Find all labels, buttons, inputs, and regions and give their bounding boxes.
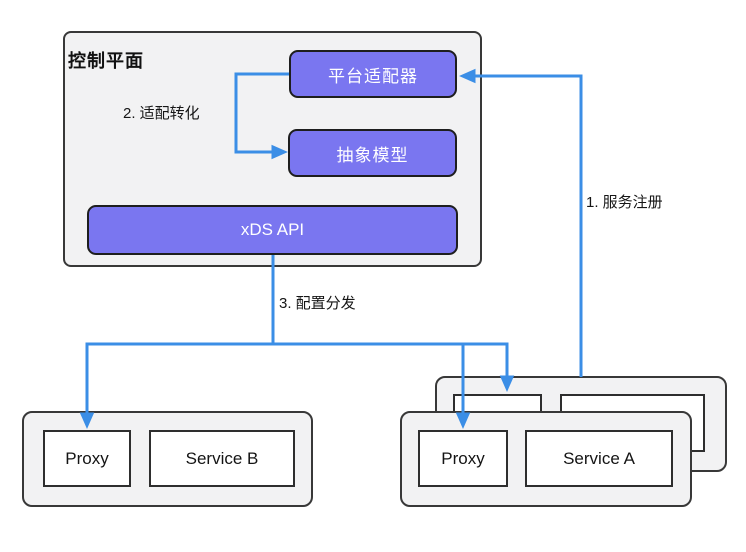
service-b-proxy-box: Proxy — [43, 430, 131, 487]
abstract-model-label: 抽象模型 — [336, 145, 409, 165]
service-a-box: Service A — [525, 430, 673, 487]
xds-api-node: xDS API — [87, 205, 458, 255]
control-plane-title: 控制平面 — [68, 51, 144, 71]
service-a-label: Service A — [563, 448, 635, 468]
service-b-box: Service B — [149, 430, 295, 487]
xds-api-label: xDS API — [240, 220, 305, 239]
abstract-model-node: 抽象模型 — [288, 129, 457, 177]
edge-label-service-registration: 1. 服务注册 — [586, 194, 663, 211]
edge-label-config-distribution: 3. 配置分发 — [279, 295, 356, 312]
service-b-proxy-label: Proxy — [65, 448, 109, 468]
service-a-proxy-box: Proxy — [418, 430, 508, 487]
platform-adapter-label: 平台适配器 — [328, 66, 418, 86]
service-b-label: Service B — [185, 448, 259, 468]
edge-label-adaptation: 2. 适配转化 — [123, 105, 200, 122]
platform-adapter-node: 平台适配器 — [289, 50, 457, 98]
service-a-proxy-label: Proxy — [441, 448, 485, 468]
